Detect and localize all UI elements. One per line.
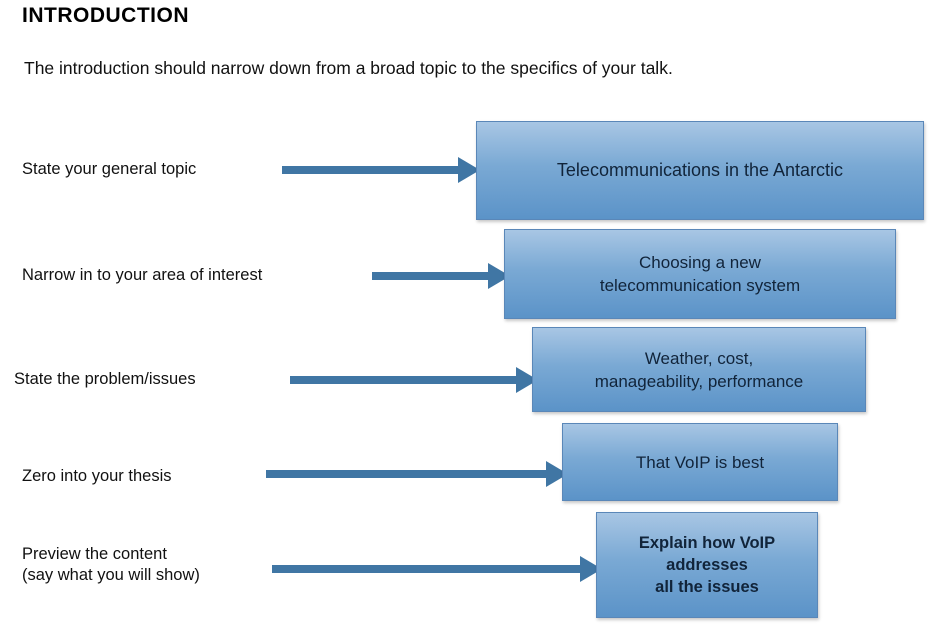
funnel-box-2-text: Choosing a new telecommunication system <box>599 253 801 295</box>
funnel-box-2: Choosing a new telecommunication system <box>504 229 896 319</box>
funnel-box-5: Explain how VoIP addresses all the issue… <box>596 512 818 618</box>
funnel-box-5-text: Explain how VoIP addresses all the issue… <box>638 534 776 596</box>
arrow-shaft <box>272 565 580 573</box>
page-subtitle: The introduction should narrow down from… <box>24 58 673 78</box>
funnel-box-3: Weather, cost, manageability, performanc… <box>532 327 866 412</box>
step-label-1: State your general topic <box>22 160 197 178</box>
step-label-5: Preview the content (say what you will s… <box>22 545 200 584</box>
step-label-2: Narrow in to your area of interest <box>22 266 263 284</box>
step-label-3: State the problem/issues <box>14 370 196 388</box>
funnel-box-1-text: Telecommunications in the Antarctic <box>556 160 844 180</box>
funnel-box-4-text: That VoIP is best <box>635 452 765 472</box>
step-label-4: Zero into your thesis <box>22 467 172 485</box>
arrow-right-icon-2 <box>372 263 510 289</box>
arrow-head <box>458 157 480 183</box>
arrow-shaft <box>282 166 458 174</box>
funnel-box-3-text: Weather, cost, manageability, performanc… <box>594 348 804 391</box>
arrow-right-icon-5 <box>272 556 602 582</box>
arrow-shaft <box>266 470 546 478</box>
arrow-right-icon-4 <box>266 461 568 487</box>
funnel-box-1: Telecommunications in the Antarctic <box>476 121 924 220</box>
arrow-shaft <box>290 376 516 384</box>
funnel-box-4: That VoIP is best <box>562 423 838 501</box>
arrow-right-icon-3 <box>290 367 538 393</box>
arrow-shaft <box>372 272 488 280</box>
page-title: INTRODUCTION <box>22 4 189 27</box>
arrow-right-icon-1 <box>282 157 480 183</box>
